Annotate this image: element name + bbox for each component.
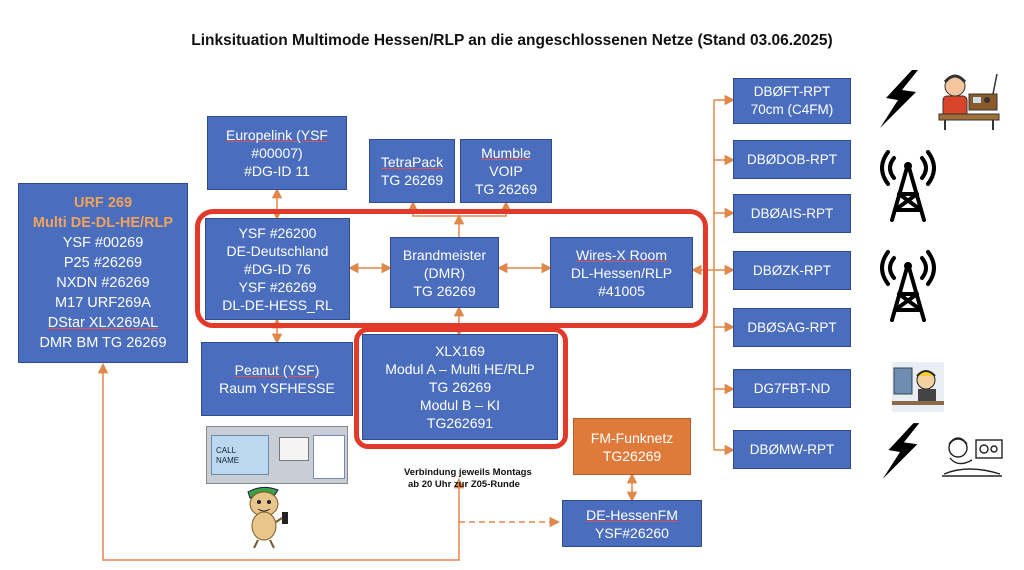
mumble-l3: TG 26269 [474, 181, 538, 197]
hessenfm-l1: DE-HessenFM [586, 506, 678, 523]
bm-l2: (DMR) [423, 264, 466, 281]
fm-l1: FM-Funknetz [590, 429, 674, 446]
fm-funknetz-box: FM-Funknetz TG26269 [573, 418, 691, 475]
bm-l1: Brandmeister [402, 246, 487, 263]
ysf-l3: #DG-ID 76 [244, 261, 311, 277]
red-frame-xlx [354, 327, 568, 449]
urf-m17: M17 URF269A [55, 295, 151, 311]
wiresx-box: Wires-X Room DL-Hessen/RLP #41005 [550, 237, 693, 308]
peanut-app-call: CALL [216, 446, 237, 455]
mumble-box: Mumble VOIP TG 26269 [460, 139, 552, 203]
repeater-dbzk: DBØZK-RPT [733, 251, 851, 290]
wiresx-l1: Wires-X Room [575, 246, 667, 263]
connection-note: Verbindung jeweils Montags ab 20 Uhr zur… [404, 467, 532, 491]
hessenfm-l2: YSF#26260 [595, 524, 669, 541]
vu-meter-icon [279, 437, 309, 461]
hessenfm-box: DE-HessenFM YSF#26260 [562, 500, 702, 547]
red-frame-core [195, 209, 708, 328]
note-l1: Verbindung jeweils Montags [404, 467, 532, 478]
list-panel [313, 435, 345, 479]
peanut-l1: Peanut (YSF) [234, 362, 320, 378]
xlx-l5: TG262691 [426, 415, 494, 431]
peanut-app-name: NAME [216, 456, 240, 465]
urf-dstar: DStar XLX269AL [47, 315, 159, 331]
wiresx-l3: #41005 [598, 282, 645, 299]
sketch-operator-cartoon-icon [942, 437, 1003, 477]
repeater-label: DBØZK-RPT [752, 262, 831, 278]
ysf-l5: DL-DE-HESS_RL [222, 297, 333, 313]
radio-operator-cartoon-icon [938, 73, 1000, 130]
repeater-label: DBØAIS-RPT [750, 205, 834, 221]
peanut-l2: Raum YSFHESSE [219, 380, 335, 396]
xlx-l1: XLX169 [435, 343, 485, 359]
page-title: Linksituation Multimode Hessen/RLP an di… [191, 32, 833, 49]
europelink-l3: #DG-ID 11 [244, 163, 310, 179]
lightning-icon [880, 70, 918, 128]
antenna-tower-icon [880, 250, 936, 322]
mumble-l1: Mumble [481, 145, 531, 161]
mumble-l2: VOIP [489, 163, 523, 179]
peanut-box: Peanut (YSF) Raum YSFHESSE [201, 342, 353, 416]
note-l2: ab 20 Uhr zur Z05-Runde [408, 479, 520, 490]
repeater-label: DBØSAG-RPT [747, 319, 837, 335]
xlx-l3: TG 26269 [428, 379, 492, 395]
tetrapack-l2: TG 26269 [380, 172, 444, 188]
europelink-box: Europelink (YSF #00007) #DG-ID 11 [207, 116, 347, 190]
repeater-label: DBØFT-RPT [753, 84, 831, 99]
urf-title: URF 269 [73, 195, 133, 211]
desk-operator-cartoon-icon [892, 362, 944, 412]
wiresx-l2: DL-Hessen/RLP [570, 264, 673, 281]
antenna-tower-icon [880, 150, 936, 222]
tetrapack-l1: TetraPack [380, 154, 444, 170]
europelink-l1: Europelink (YSF [226, 127, 328, 143]
link-urf-xlx [97, 362, 465, 561]
urf-dmr: DMR BM TG 26269 [39, 335, 167, 351]
xlx-l4: Modul B – KI [419, 397, 501, 413]
urf269-box: URF 269 Multi DE-DL-HE/RLP YSF #00269 P2… [18, 183, 188, 363]
repeater-dbmw: DBØMW-RPT [733, 430, 851, 469]
urf-p25: P25 #26269 [63, 255, 143, 271]
xlx-l2: Modul A – Multi HE/RLP [385, 361, 535, 377]
xlx169-box: XLX169 Modul A – Multi HE/RLP TG 26269 M… [362, 334, 558, 440]
tetrapack-box: TetraPack TG 26269 [369, 139, 455, 203]
repeater-band: 70cm (C4FM) [750, 102, 834, 117]
ysf-deutschland-box: YSF #26200 DE-Deutschland #DG-ID 76 YSF … [205, 218, 350, 320]
repeater-dbais: DBØAIS-RPT [733, 194, 851, 233]
bm-l3: TG 26269 [413, 282, 476, 299]
urf-subtitle: Multi DE-DL-HE/RLP [32, 215, 174, 231]
peanut-mascot-icon [247, 486, 288, 549]
lightning-icon [882, 423, 920, 479]
repeater-dbft: DBØFT-RPT 70cm (C4FM) [733, 78, 851, 124]
peanut-app-screenshot: CALL NAME [206, 426, 348, 484]
repeater-label: DBØMW-RPT [749, 441, 835, 457]
repeater-dbdob: DBØDOB-RPT [733, 140, 851, 179]
urf-ysf: YSF #00269 [62, 235, 144, 251]
ysf-l2: DE-Deutschland [226, 243, 329, 259]
repeater-label: DBØDOB-RPT [746, 151, 837, 167]
fm-l2: TG26269 [602, 447, 662, 464]
ysf-l1: YSF #26200 [238, 225, 317, 241]
urf-nxdn: NXDN #26269 [56, 275, 150, 291]
repeater-dg7fbt: DG7FBT-ND [733, 369, 851, 408]
repeater-label: DG7FBT-ND [753, 380, 831, 396]
ysf-l4: YSF #26269 [238, 279, 317, 295]
repeater-dbsag: DBØSAG-RPT [733, 308, 851, 347]
brandmeister-box: Brandmeister (DMR) TG 26269 [390, 237, 499, 308]
europelink-l2: #00007) [251, 145, 303, 161]
